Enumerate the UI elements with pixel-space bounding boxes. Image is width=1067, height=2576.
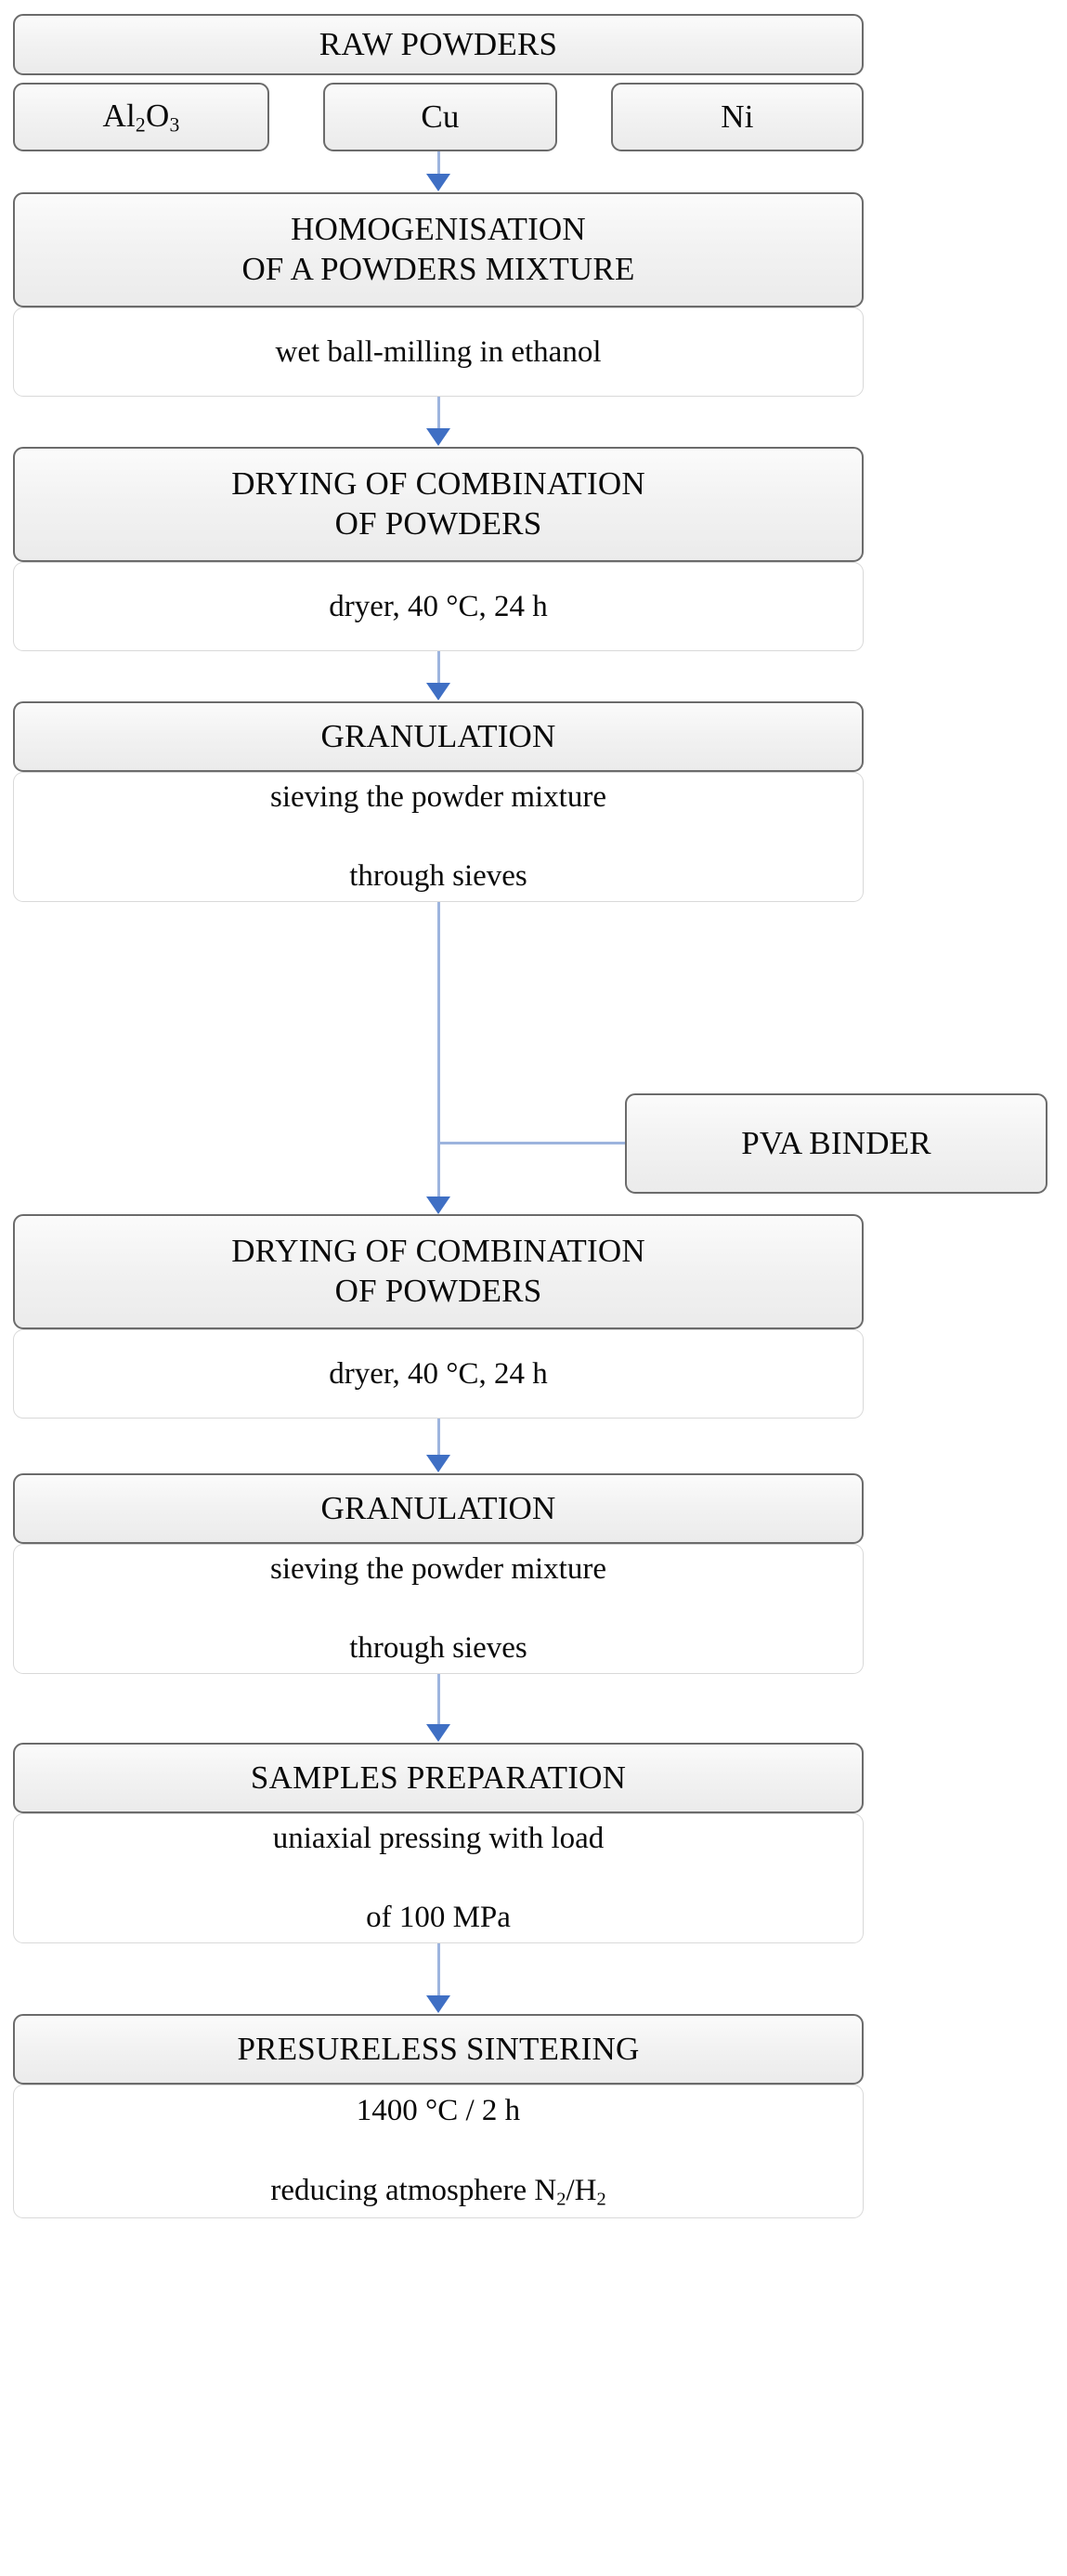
pva-binder-label: PVA BINDER	[741, 1124, 931, 1161]
step-desc-text-homogenisation: wet ball-milling in ethanol	[275, 334, 602, 369]
step-desc-granulation-1: sieving the powder mixture through sieve…	[13, 772, 864, 902]
step-header-text-granulation-1: GRANULATION	[320, 717, 556, 754]
step-desc-granulation-2: sieving the powder mixture through sieve…	[13, 1544, 864, 1674]
arrowhead-drying1-to-granulation1	[426, 683, 450, 700]
raw-powders-label: RAW POWDERS	[319, 25, 558, 62]
step-header-text-drying-2: DRYING OF COMBINATION OF POWDERS	[231, 1233, 645, 1309]
arrowhead-granulation2-to-samples	[426, 1724, 450, 1742]
connector-granulation2-to-samples	[437, 1674, 440, 1730]
step-header-homogenisation: HOMOGENISATION OF A POWDERS MIXTURE	[13, 192, 864, 307]
step-header-samples-preparation: SAMPLES PREPARATION	[13, 1743, 864, 1813]
connector-samples-to-sintering	[437, 1943, 440, 2001]
material-label-al2o3: Al2O3	[102, 97, 180, 137]
arrowhead-drying2-to-granulation2	[426, 1455, 450, 1472]
material-box-ni: Ni	[611, 83, 864, 151]
material-box-cu: Cu	[323, 83, 557, 151]
arrowhead-granulation1-to-drying2	[426, 1196, 450, 1214]
connector-granulation1-to-drying2	[437, 902, 440, 1209]
arrowhead-materials-to-homogenisation	[426, 174, 450, 191]
step-desc-text-samples-preparation: uniaxial pressing with load of 100 MPa	[272, 1821, 605, 1935]
step-desc-samples-preparation: uniaxial pressing with load of 100 MPa	[13, 1813, 864, 1943]
material-label-cu: Cu	[421, 98, 460, 135]
step-desc-text-presureless-sintering: 1400 °C / 2 h reducing atmosphere N2/H2	[270, 2094, 606, 2210]
step-desc-homogenisation: wet ball-milling in ethanol	[13, 307, 864, 397]
step-header-granulation-1: GRANULATION	[13, 701, 864, 772]
step-header-drying-1: DRYING OF COMBINATION OF POWDERS	[13, 447, 864, 562]
connector-drying1-to-granulation1	[437, 651, 440, 688]
step-desc-text-granulation-1: sieving the powder mixture through sieve…	[269, 779, 606, 894]
step-header-drying-2: DRYING OF COMBINATION OF POWDERS	[13, 1214, 864, 1329]
connector-homogenisation-to-drying1	[437, 397, 440, 434]
raw-powders-header: RAW POWDERS	[13, 14, 864, 75]
step-header-presureless-sintering: PRESURELESS SINTERING	[13, 2014, 864, 2085]
arrowhead-homogenisation-to-drying1	[426, 428, 450, 446]
connector-drying2-to-granulation2	[437, 1419, 440, 1460]
step-desc-drying-2: dryer, 40 °C, 24 h	[13, 1329, 864, 1419]
step-header-text-homogenisation: HOMOGENISATION OF A POWDERS MIXTURE	[241, 211, 635, 287]
connector-materials-to-homogenisation	[437, 151, 440, 179]
step-header-text-samples-preparation: SAMPLES PREPARATION	[250, 1759, 627, 1796]
material-box-al2o3: Al2O3	[13, 83, 269, 151]
pva-binder-box: PVA BINDER	[625, 1093, 1047, 1194]
step-desc-drying-1: dryer, 40 °C, 24 h	[13, 562, 864, 651]
connector-pva-binder	[437, 1142, 628, 1144]
step-desc-text-drying-1: dryer, 40 °C, 24 h	[329, 589, 548, 623]
arrowhead-samples-to-sintering	[426, 1995, 450, 2013]
step-header-text-presureless-sintering: PRESURELESS SINTERING	[237, 2030, 640, 2067]
step-header-text-granulation-2: GRANULATION	[320, 1489, 556, 1526]
step-desc-text-drying-2: dryer, 40 °C, 24 h	[329, 1356, 548, 1391]
step-header-granulation-2: GRANULATION	[13, 1473, 864, 1544]
step-desc-presureless-sintering: 1400 °C / 2 h reducing atmosphere N2/H2	[13, 2085, 864, 2218]
material-label-ni: Ni	[721, 98, 754, 135]
step-desc-text-granulation-2: sieving the powder mixture through sieve…	[269, 1551, 606, 1666]
step-header-text-drying-1: DRYING OF COMBINATION OF POWDERS	[231, 465, 645, 542]
